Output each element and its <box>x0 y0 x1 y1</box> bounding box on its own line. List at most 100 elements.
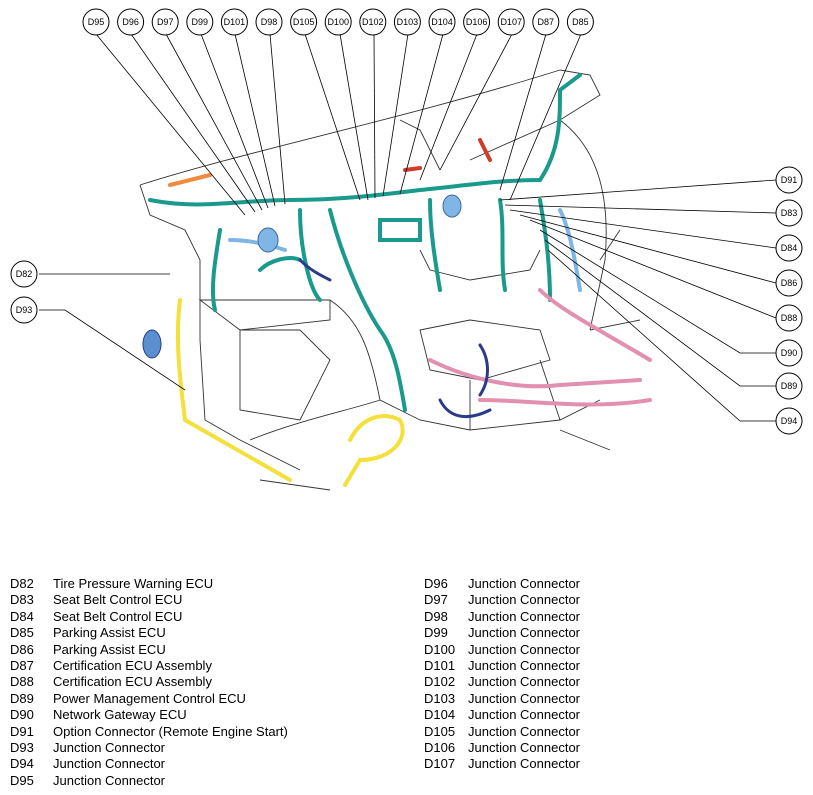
legend-code: D89 <box>10 690 34 706</box>
legend-name: Junction Connector <box>468 740 581 756</box>
legend-name: Junction Connector <box>468 756 581 772</box>
callout-circle-d102 <box>359 8 387 36</box>
legend-code: D93 <box>10 740 34 756</box>
callout-circle-d97 <box>151 8 179 36</box>
callout-circle-d107 <box>497 8 525 36</box>
callout-circle-d90 <box>775 339 803 367</box>
callout-label-d94: D94 <box>781 416 798 426</box>
legend-name: Junction Connector <box>468 707 581 723</box>
legend-name: Junction Connector <box>468 690 581 706</box>
callout-circle-d106 <box>463 8 491 36</box>
legend-name: Network Gateway ECU <box>53 707 187 723</box>
callout-circle-d87 <box>532 8 560 36</box>
callout-label-d106: D106 <box>466 17 488 27</box>
legend-code: D97 <box>424 592 448 608</box>
callout-label-d90: D90 <box>781 348 798 358</box>
legend-name: Junction Connector <box>468 641 581 657</box>
legend-name: Junction Connector <box>53 756 166 772</box>
callout-circle-d103 <box>393 8 421 36</box>
callout-label-d84: D84 <box>781 243 798 253</box>
callout-circle-d105 <box>290 8 318 36</box>
callout-label-d104: D104 <box>431 17 453 27</box>
legend-row: D91 Option Connector (Remote Engine Start… <box>10 724 288 740</box>
callout-label-d107: D107 <box>500 17 522 27</box>
legend-code: D83 <box>10 592 34 608</box>
callout-circle-d96 <box>117 8 145 36</box>
legend-code: D87 <box>10 658 34 674</box>
legend-row: D98 Junction Connector <box>424 609 580 625</box>
legend-name: Power Management Control ECU <box>53 690 246 706</box>
main-harness <box>148 73 582 412</box>
legend-code: D94 <box>10 756 34 772</box>
legend-row: D83 Seat Belt Control ECU <box>10 592 288 608</box>
leader-lines <box>39 33 777 422</box>
red-orange-harness <box>168 138 492 187</box>
legend-name: Parking Assist ECU <box>53 641 166 657</box>
legend-code: D88 <box>10 674 34 690</box>
callout-label-d98: D98 <box>261 17 278 27</box>
legend-name: Junction Connector <box>468 723 581 739</box>
legend-row: D94 Junction Connector <box>10 756 288 772</box>
callout-circle-d99 <box>186 8 214 36</box>
legend-name: Junction Connector <box>468 625 581 641</box>
legend-row: D97 Junction Connector <box>424 592 580 608</box>
callout-label-d85: D85 <box>572 17 589 27</box>
callout-label-d103: D103 <box>397 17 419 27</box>
legend-name: Parking Assist ECU <box>53 625 166 641</box>
callout-label-d82: D82 <box>16 269 33 279</box>
legend-code: D107 <box>424 756 456 772</box>
legend-code: D102 <box>424 674 456 690</box>
legend-name: Junction Connector <box>53 740 166 756</box>
legend-code: D90 <box>10 707 34 723</box>
legend-code: D98 <box>424 608 448 624</box>
legend-row: D89 Power Management Control ECU <box>10 691 288 707</box>
legend-name: Option Connector (Remote Engine Start) <box>53 723 288 739</box>
legend-row: D100 Junction Connector <box>424 642 580 658</box>
callout-label-d89: D89 <box>781 381 798 391</box>
callout-circle-d82 <box>10 260 38 288</box>
legend-code: D99 <box>424 625 448 641</box>
legend-name: Tire Pressure Warning ECU <box>53 576 214 591</box>
pink-harness <box>428 288 652 407</box>
legend-code: D101 <box>424 658 456 674</box>
legend-code: D91 <box>10 723 34 739</box>
callout-label-d105: D105 <box>293 17 315 27</box>
callout-label-d97: D97 <box>157 17 174 27</box>
legend-name: Junction Connector <box>468 592 581 608</box>
legend-code: D82 <box>10 576 34 591</box>
legend-name: Certification ECU Assembly <box>53 658 212 674</box>
callout-label-d83: D83 <box>781 208 798 218</box>
callout-circle-d98 <box>255 8 283 36</box>
legend-row: D107 Junction Connector <box>424 756 580 772</box>
callout-label-d95: D95 <box>88 17 105 27</box>
callout-circle-d86 <box>775 269 803 297</box>
callout-label-d102: D102 <box>362 17 384 27</box>
callout-circle-d85 <box>566 8 594 36</box>
callout-circle-d101 <box>220 8 248 36</box>
callout-label-d93: D93 <box>16 305 33 315</box>
legend-code: D96 <box>424 576 448 591</box>
legend-code: D100 <box>424 641 456 657</box>
callout-label-d91: D91 <box>781 175 798 185</box>
callout-label-d87: D87 <box>538 17 555 27</box>
legend-name: Seat Belt Control ECU <box>53 592 183 608</box>
callout-label-d99: D99 <box>192 17 209 27</box>
blue-harness <box>142 194 582 359</box>
legend-code: D103 <box>424 690 456 706</box>
legend-code: D106 <box>424 740 456 756</box>
legend-row: D87 Certification ECU Assembly <box>10 658 288 674</box>
legend-name: Junction Connector <box>468 608 581 624</box>
callout-circle-d91 <box>775 166 803 194</box>
